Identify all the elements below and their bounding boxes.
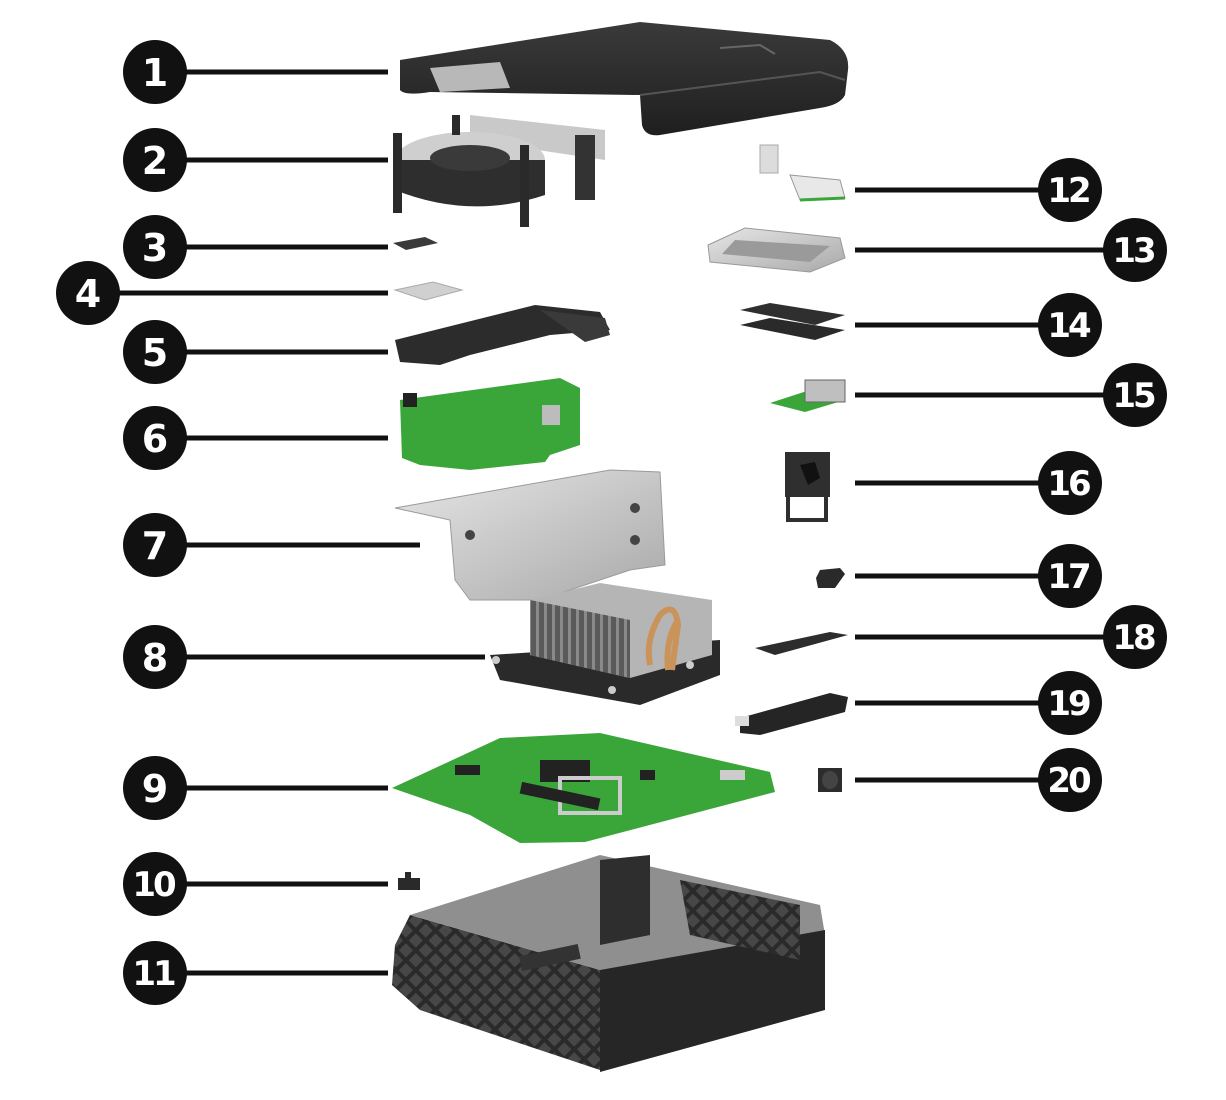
part-system-fan	[393, 115, 605, 227]
leader-lines	[118, 69, 1105, 976]
part-power-switch	[398, 872, 420, 890]
svg-text:3: 3	[142, 226, 168, 270]
part-system-board	[392, 733, 775, 843]
callout-1: 1	[123, 40, 187, 104]
svg-text:17: 17	[1047, 557, 1089, 597]
callout-18: 18	[1103, 605, 1167, 669]
callout-5: 5	[123, 320, 187, 384]
callout-2: 2	[123, 128, 187, 192]
svg-text:1: 1	[142, 51, 168, 95]
svg-text:14: 14	[1047, 306, 1091, 346]
part-drive-bracket	[707, 227, 846, 273]
callout-8: 8	[123, 625, 187, 689]
callout-17: 17	[1038, 544, 1102, 608]
part-chassis	[392, 855, 825, 1072]
svg-text:20: 20	[1047, 761, 1091, 801]
callout-3: 3	[123, 215, 187, 279]
part-speaker	[818, 768, 842, 792]
callout-14: 14	[1038, 293, 1102, 357]
callout-12: 12	[1038, 158, 1102, 222]
callout-9: 9	[123, 756, 187, 820]
part-processor	[393, 281, 464, 301]
svg-text:7: 7	[142, 524, 168, 568]
svg-text:5: 5	[142, 331, 168, 375]
svg-text:10: 10	[132, 865, 176, 905]
callout-10: 10	[123, 852, 187, 916]
callout-7: 7	[123, 513, 187, 577]
callout-4: 4	[56, 261, 120, 325]
svg-text:16: 16	[1047, 464, 1090, 504]
svg-text:12: 12	[1047, 171, 1089, 211]
svg-text:18: 18	[1112, 618, 1155, 658]
part-graphics-card	[395, 305, 610, 365]
part-heat-sink	[490, 583, 720, 705]
callout-6: 6	[123, 406, 187, 470]
svg-text:19: 19	[1047, 684, 1090, 724]
svg-text:11: 11	[132, 954, 175, 994]
part-top-cover	[400, 22, 849, 136]
part-rtc-battery	[816, 568, 845, 588]
callout-15: 15	[1103, 363, 1167, 427]
part-memory-modules	[740, 303, 845, 340]
callout-16: 16	[1038, 451, 1102, 515]
svg-text:15: 15	[1112, 376, 1155, 416]
part-riser-card	[400, 378, 580, 470]
part-card-bracket	[394, 469, 666, 601]
part-m2-ssd	[755, 632, 848, 655]
svg-text:8: 8	[142, 636, 168, 680]
part-m2-ssd-heatsink	[735, 693, 848, 735]
callout-11: 11	[123, 941, 187, 1005]
svg-text:4: 4	[75, 272, 101, 316]
callout-20: 20	[1038, 748, 1102, 812]
svg-text:9: 9	[142, 767, 168, 811]
svg-text:13: 13	[1112, 231, 1154, 271]
callout-13: 13	[1103, 218, 1167, 282]
svg-text:2: 2	[142, 139, 168, 183]
svg-text:6: 6	[142, 417, 168, 461]
part-small-component	[393, 237, 438, 250]
part-wlan-module	[759, 144, 846, 202]
part-port-board	[770, 379, 846, 412]
callout-19: 19	[1038, 671, 1102, 735]
part-speaker-bracket	[785, 452, 830, 522]
